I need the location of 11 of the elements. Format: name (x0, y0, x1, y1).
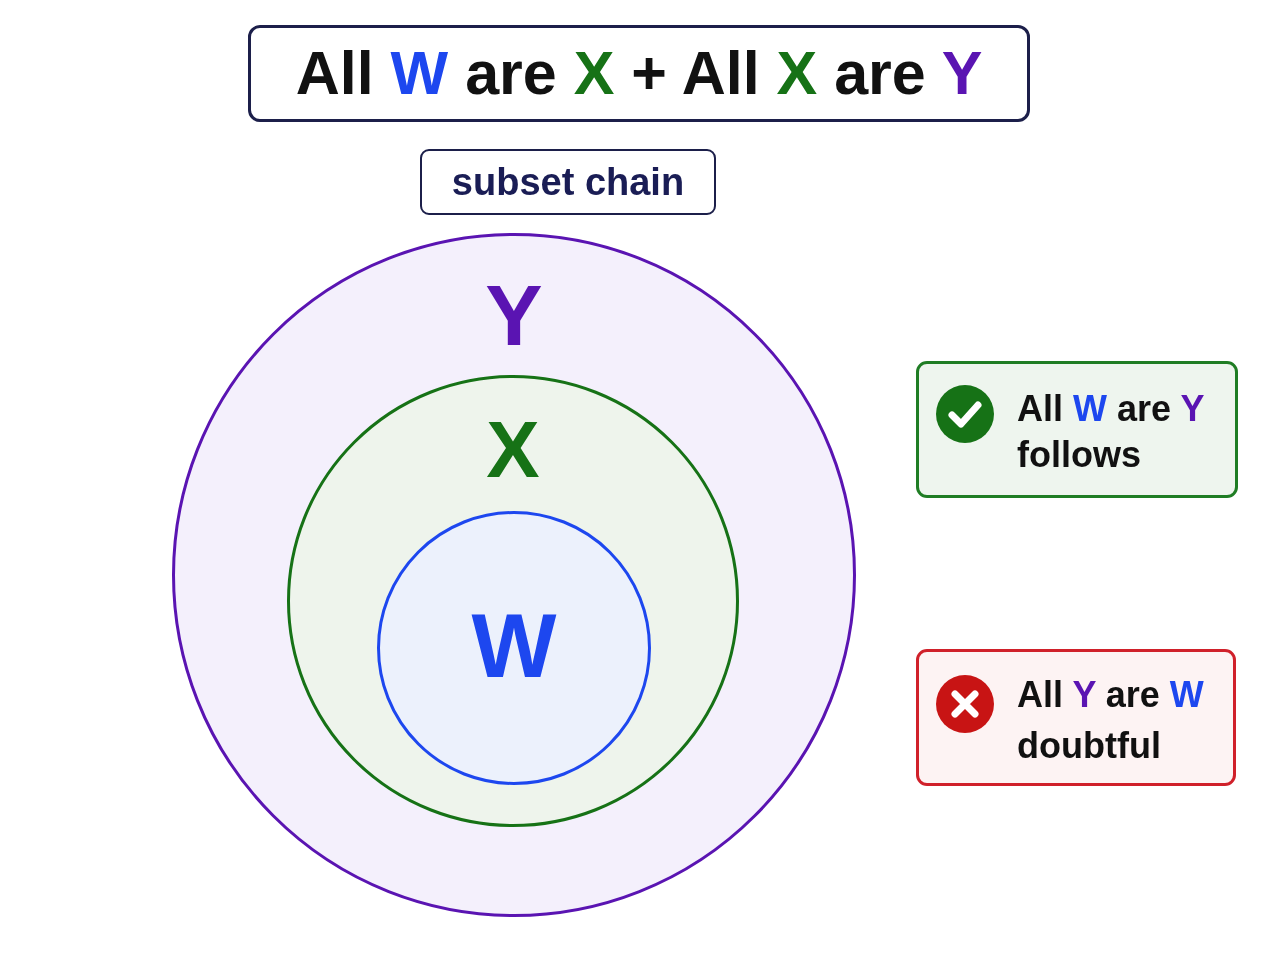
title-banner: All W are X + All X are Y (248, 25, 1030, 122)
set-label: X (486, 410, 540, 490)
verdict-text: follows (1017, 437, 1141, 473)
caption-tag: subset chain (420, 149, 716, 215)
statement-text: All Y are W (1017, 677, 1204, 713)
verdict-text: doubtful (1017, 728, 1161, 764)
result-card (916, 361, 1238, 498)
set-label: W (471, 601, 557, 691)
result-card (916, 649, 1236, 786)
set-label: Y (485, 272, 543, 358)
statement-text: All W are Y (1017, 391, 1205, 427)
